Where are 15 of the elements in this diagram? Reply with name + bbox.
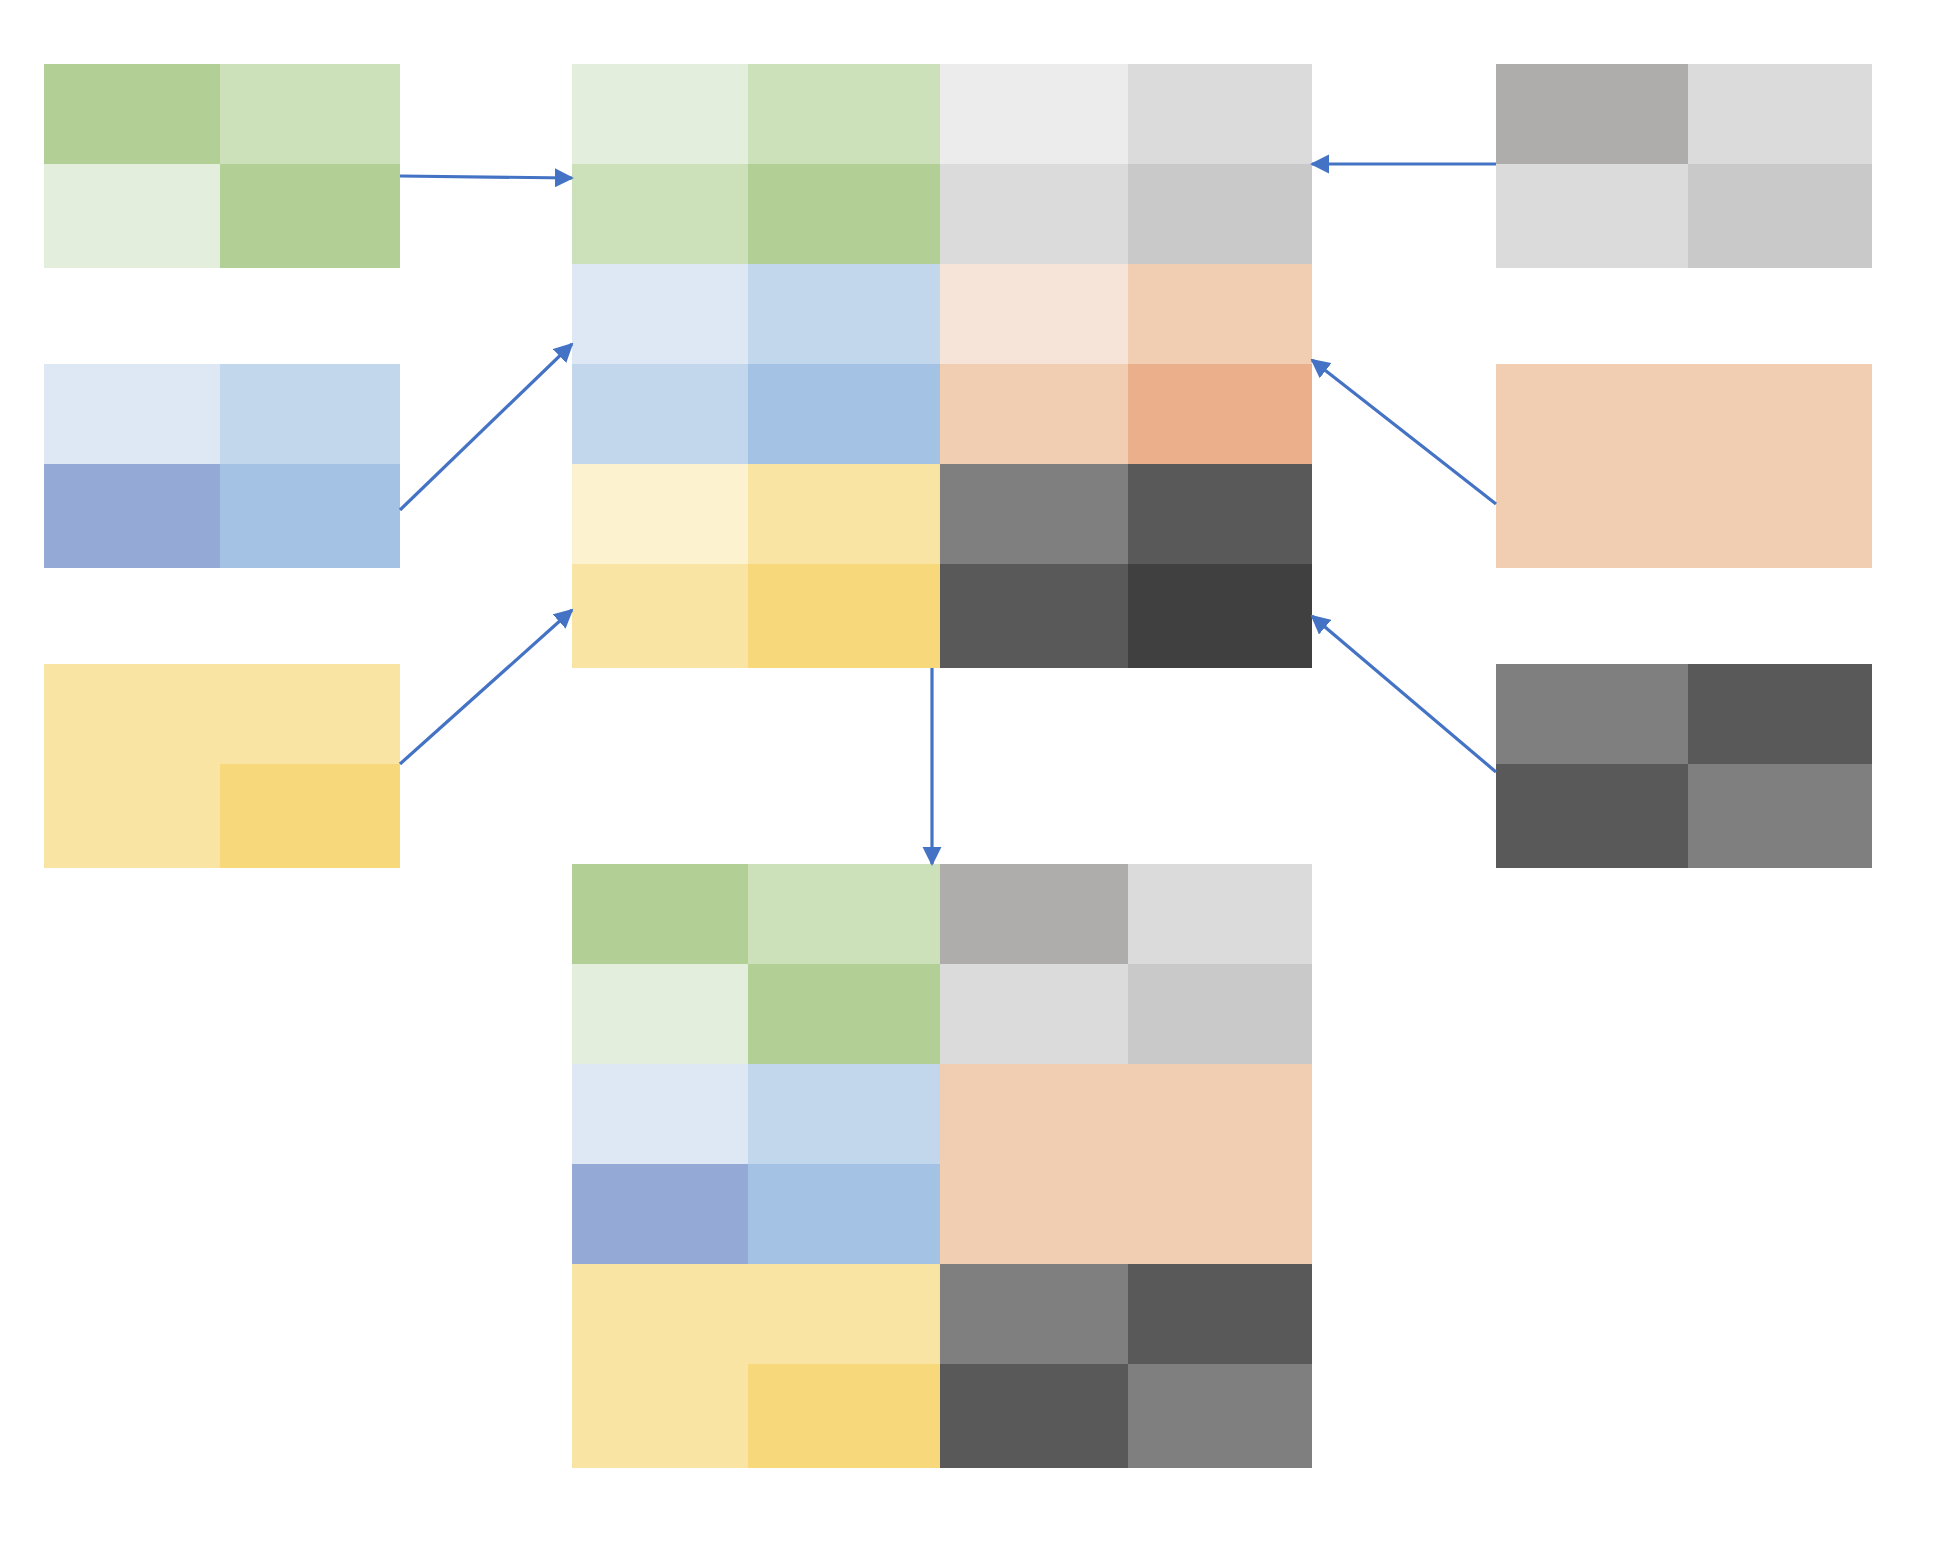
color-grid: [1496, 64, 1872, 268]
color-grid: [44, 64, 400, 268]
color-grid: [572, 864, 1312, 1468]
color-grid: [572, 64, 1312, 668]
arrow: [1310, 358, 1497, 506]
color-grid: [1496, 364, 1872, 568]
color-grid: [1496, 664, 1872, 868]
arrow: [400, 168, 574, 188]
arrow: [1310, 154, 1496, 174]
arrow: [398, 342, 574, 512]
color-grid: [44, 364, 400, 568]
color-grid: [44, 664, 400, 868]
arrow: [1310, 614, 1498, 774]
arrow: [922, 668, 942, 866]
arrow: [398, 608, 574, 766]
